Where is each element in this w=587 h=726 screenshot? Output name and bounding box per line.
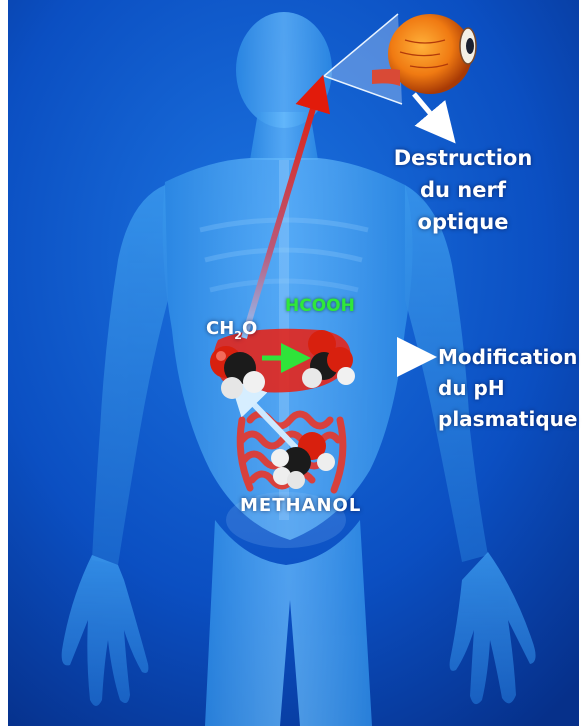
label-line: du pH — [438, 373, 577, 404]
label-line: optique — [388, 206, 538, 238]
formula-subscript: 2 — [234, 329, 242, 342]
label-line: Destruction — [388, 142, 538, 174]
label-hcooh: HCOOH — [285, 296, 355, 316]
label-methanol: METHANOL — [240, 495, 361, 516]
label-ch2o: CH2O — [206, 318, 257, 339]
label-line: du nerf — [388, 174, 538, 206]
label-line: plasmatique — [438, 404, 577, 435]
label-destruction-nerf-optique: Destruction du nerf optique — [388, 142, 538, 238]
formula-tail: O — [242, 318, 257, 339]
label-modification-ph: Modification du pH plasmatique — [438, 342, 577, 435]
eyeball-icon — [388, 14, 472, 94]
formula-main: CH — [206, 318, 234, 339]
label-line: Modification — [438, 342, 577, 373]
